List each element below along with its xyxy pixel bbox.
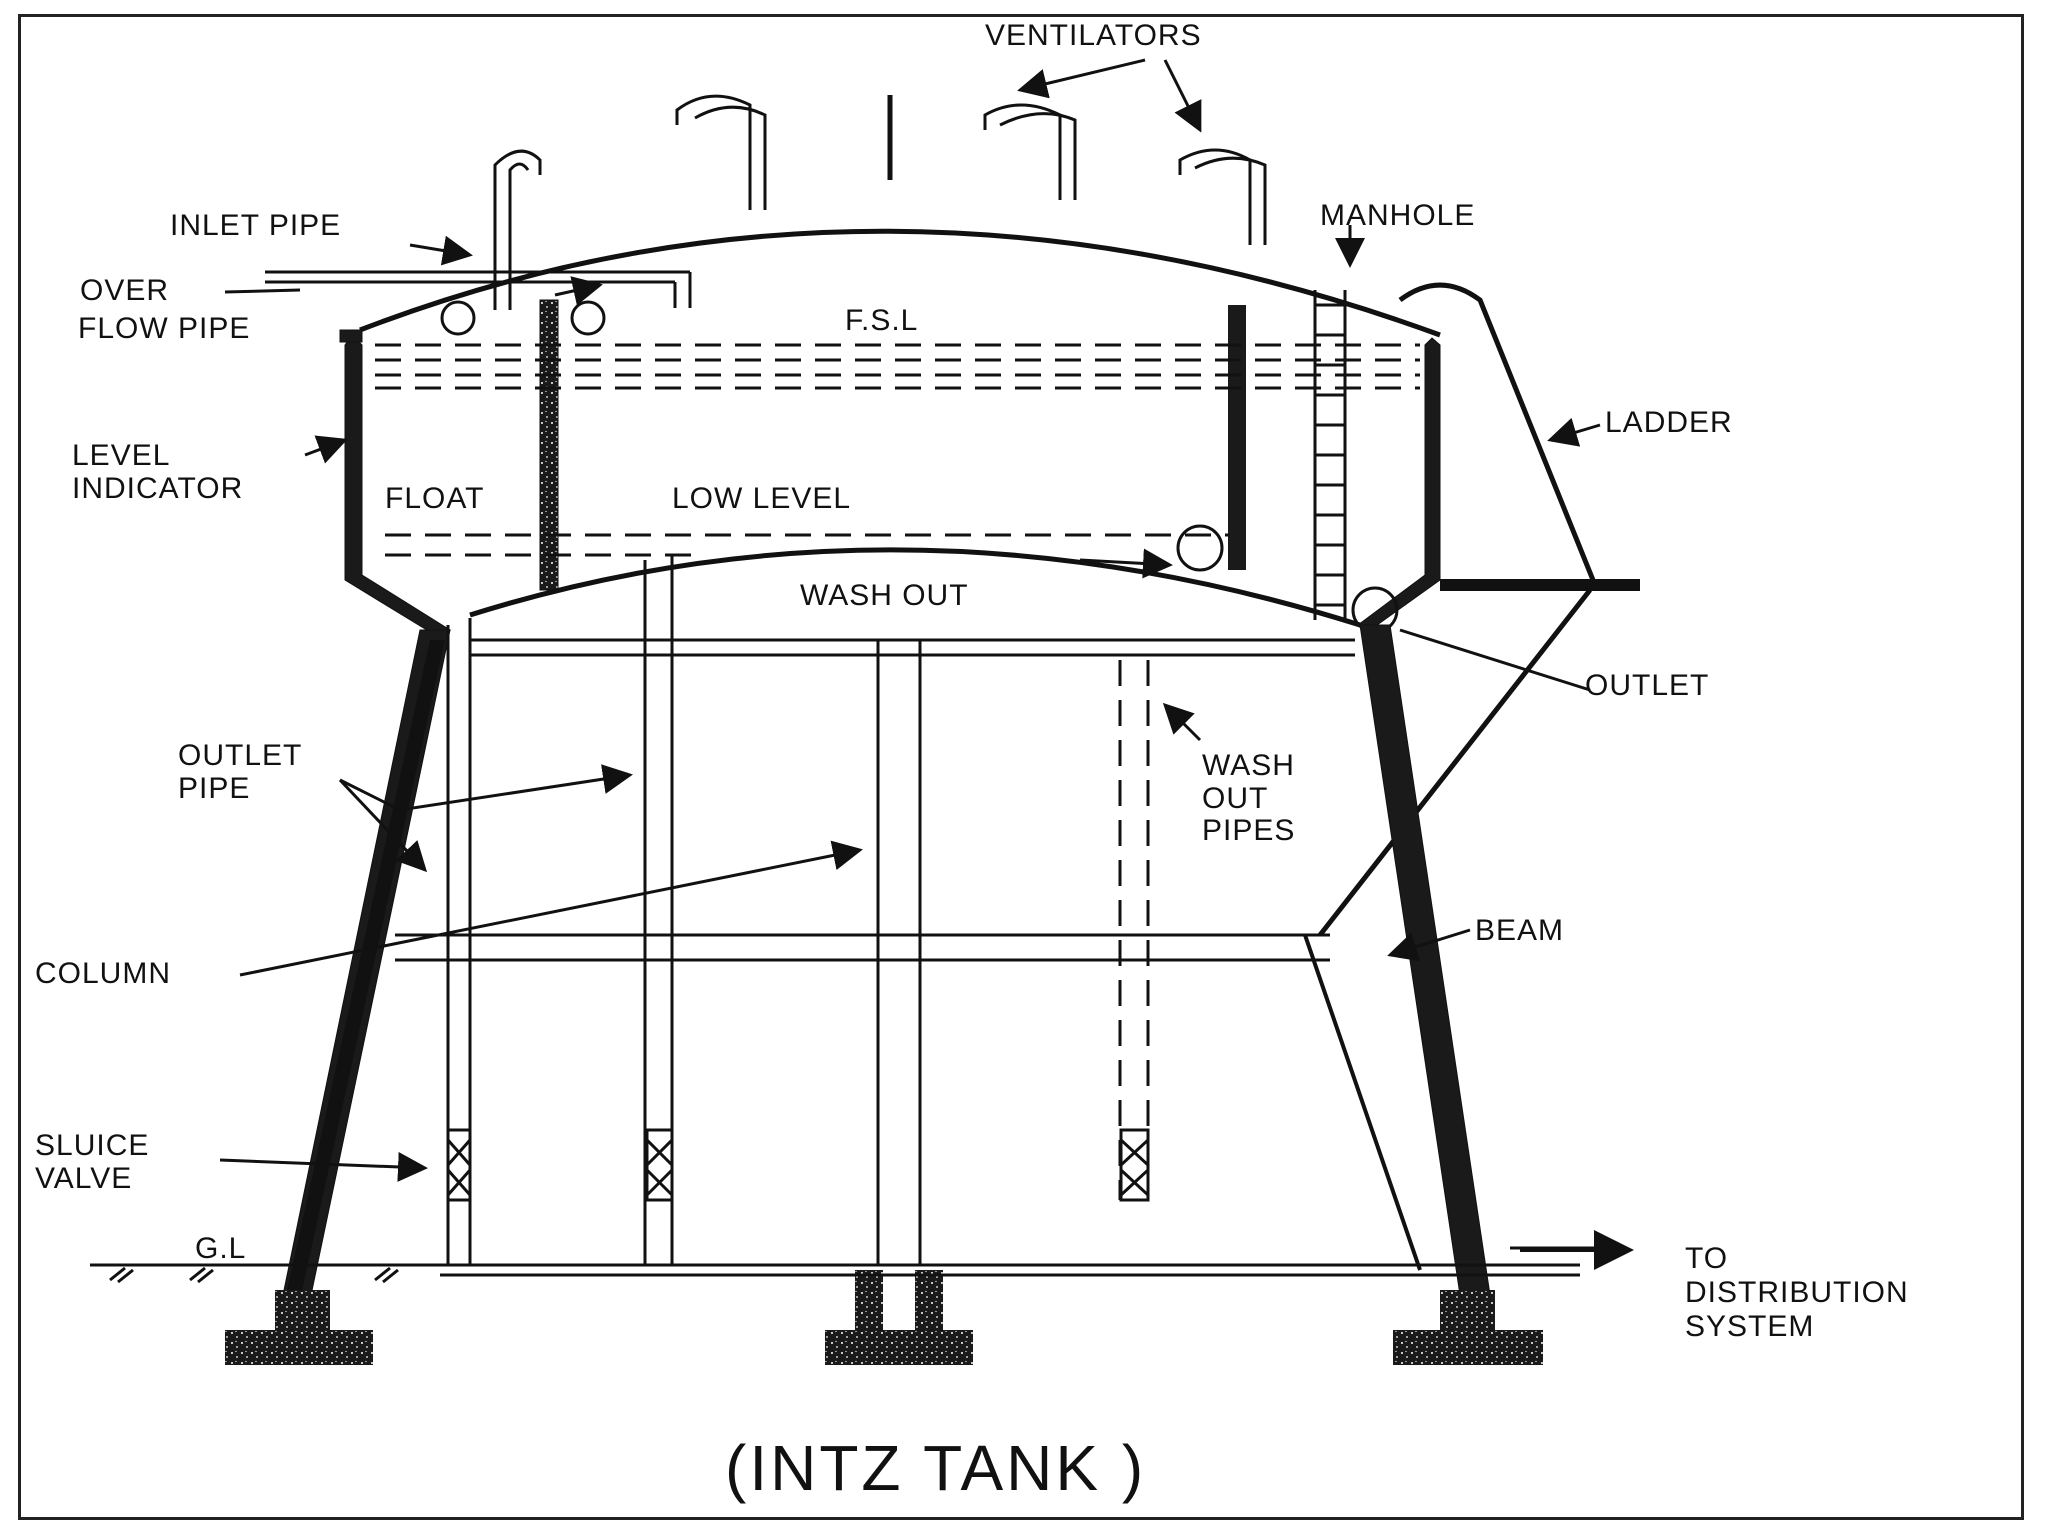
ventilator-3 (983, 103, 1062, 200)
ventilator-1b (508, 162, 530, 290)
footing-left (225, 1330, 373, 1365)
label-wash-out-pipes-2: OUT (1202, 782, 1268, 815)
sluice-valves (446, 1128, 1150, 1202)
wash-out-pipes (1118, 660, 1150, 1200)
wash-out-valve (1176, 524, 1224, 572)
water-levels (375, 343, 1420, 557)
label-level-1: LEVEL (72, 439, 170, 472)
inner-ladder (1313, 290, 1347, 620)
label-outlet: OUTLET (1585, 669, 1709, 702)
label-sluice-2: VALVE (35, 1162, 132, 1195)
tank-right-wall (1356, 337, 1441, 631)
leader-lines (219, 58, 1634, 1270)
label-over-flow-1: OVER (80, 274, 169, 307)
label-wash-out-pipes-1: WASH (1202, 749, 1295, 782)
label-fsl: F.S.L (845, 304, 918, 337)
inner-pipe-left (539, 299, 559, 591)
label-over-flow-2: FLOW PIPE (78, 312, 250, 345)
tank-roof-dome (359, 228, 1441, 338)
bottom-dome (469, 547, 1361, 628)
label-inlet-pipe: INLET PIPE (170, 209, 341, 242)
float-ball-2 (570, 300, 606, 336)
label-to-dist-2: DISTRIBUTION (1685, 1276, 1909, 1309)
label-level-2: INDICATOR (72, 472, 243, 505)
float-ball-1 (440, 300, 476, 336)
label-manhole: MANHOLE (1320, 199, 1475, 232)
ventilator-4 (1178, 148, 1252, 245)
label-to-dist-1: TO (1685, 1242, 1728, 1275)
footing-left-neck (275, 1290, 330, 1335)
overflow-pipe-stub (339, 329, 363, 343)
diagram-title: (INTZ TANK ) (725, 1432, 1146, 1504)
label-gl: G.L (195, 1232, 246, 1265)
ventilator-2b (694, 105, 767, 210)
external-ladder (1303, 282, 1640, 1271)
label-ventilators: VENTILATORS (985, 19, 1202, 52)
label-low-level: LOW LEVEL (672, 482, 851, 515)
inlet-pipe-assembly (265, 270, 692, 336)
label-sluice-1: SLUICE (35, 1129, 149, 1162)
label-ladder: LADDER (1605, 406, 1733, 439)
label-wash-out: WASH OUT (800, 579, 969, 612)
label-column: COLUMN (35, 957, 171, 990)
footing-center-neck-r (915, 1270, 943, 1332)
ventilator-4b (1194, 156, 1267, 245)
label-float: FLOAT (385, 482, 484, 515)
footing-right (1393, 1330, 1543, 1365)
label-outlet-pipe-1: OUTLET (178, 739, 302, 772)
label-outlet-pipe-2: PIPE (178, 772, 250, 805)
label-to-dist-3: SYSTEM (1685, 1310, 1814, 1343)
footing-center-neck-l (855, 1270, 883, 1332)
ventilator-2 (675, 94, 752, 210)
ventilators (493, 94, 1267, 290)
ground-hatch (109, 1266, 399, 1284)
label-wash-out-pipes-3: PIPES (1202, 814, 1295, 847)
ventilator-1 (493, 149, 542, 290)
diagram-frame (18, 14, 2024, 1520)
inner-pipe-right (1228, 305, 1246, 570)
footing-center (825, 1330, 973, 1365)
left-leg-outer (285, 640, 445, 1300)
footing-right-neck (1440, 1290, 1495, 1335)
ventilator-3b (999, 112, 1077, 200)
right-leg (1359, 624, 1491, 1296)
label-beam: BEAM (1475, 914, 1564, 947)
